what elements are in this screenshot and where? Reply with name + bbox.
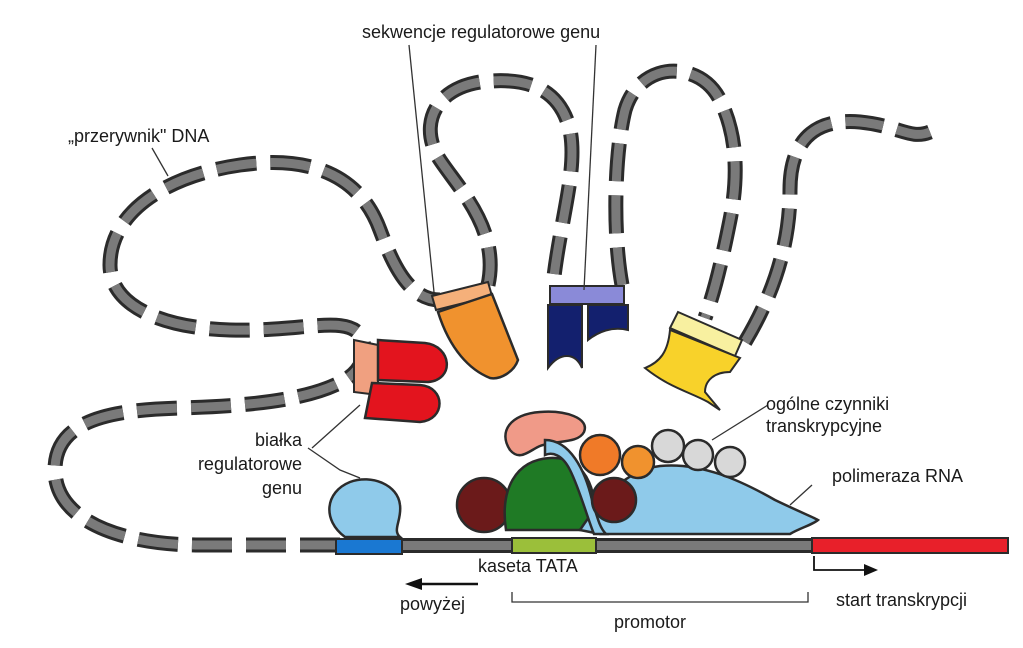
general-transcription-complex [455, 410, 821, 536]
label-regulatory-proteins-2: regulatorowe [198, 454, 302, 474]
orange-factor-1 [578, 433, 622, 477]
label-rna-polymerase: polimeraza RNA [832, 466, 963, 486]
pink-factor [504, 410, 587, 457]
red-regulatory-protein [363, 338, 448, 424]
label-regulatory-proteins-1: białka [255, 430, 303, 450]
label-general-factors-1: ogólne czynniki [766, 394, 889, 414]
orange-factor-2 [620, 444, 656, 480]
regulatory-sequence-bands [353, 280, 744, 397]
dna-spacer-loops [47, 63, 933, 553]
label-regulatory-proteins-3: genu [262, 478, 302, 498]
navy-regulatory-protein [547, 304, 629, 371]
maroon-factor-left [455, 476, 513, 534]
label-transcription-start: start transkrypcji [836, 590, 967, 610]
rna-polymerase-body [577, 464, 821, 536]
label-promoter: promotor [614, 612, 686, 632]
label-regulatory-sequences: sekwencje regulatorowe genu [362, 22, 600, 42]
label-tata-box: kaseta TATA [478, 556, 578, 576]
tata-box-segment [511, 537, 597, 554]
grey-factor-2 [681, 438, 715, 472]
upstream-element [335, 538, 403, 555]
upstream-arrow [405, 578, 478, 590]
leader-lines [151, 44, 813, 603]
dna-strand [335, 537, 1009, 555]
yellow-regulatory-protein [643, 328, 742, 411]
label-upstream: powyżej [400, 594, 465, 614]
transcribed-region [811, 537, 1009, 554]
grey-factor-1 [650, 428, 686, 464]
transcription-start-arrow [813, 556, 878, 576]
label-general-factors-2: transkrypcyjne [766, 416, 882, 436]
label-spacer-dna: „przerywnik" DNA [68, 126, 209, 146]
maroon-factor-right [590, 476, 638, 524]
grey-factor-3 [713, 445, 747, 479]
orange-regulatory-protein [436, 292, 520, 380]
upstream-binding-protein [328, 478, 404, 539]
